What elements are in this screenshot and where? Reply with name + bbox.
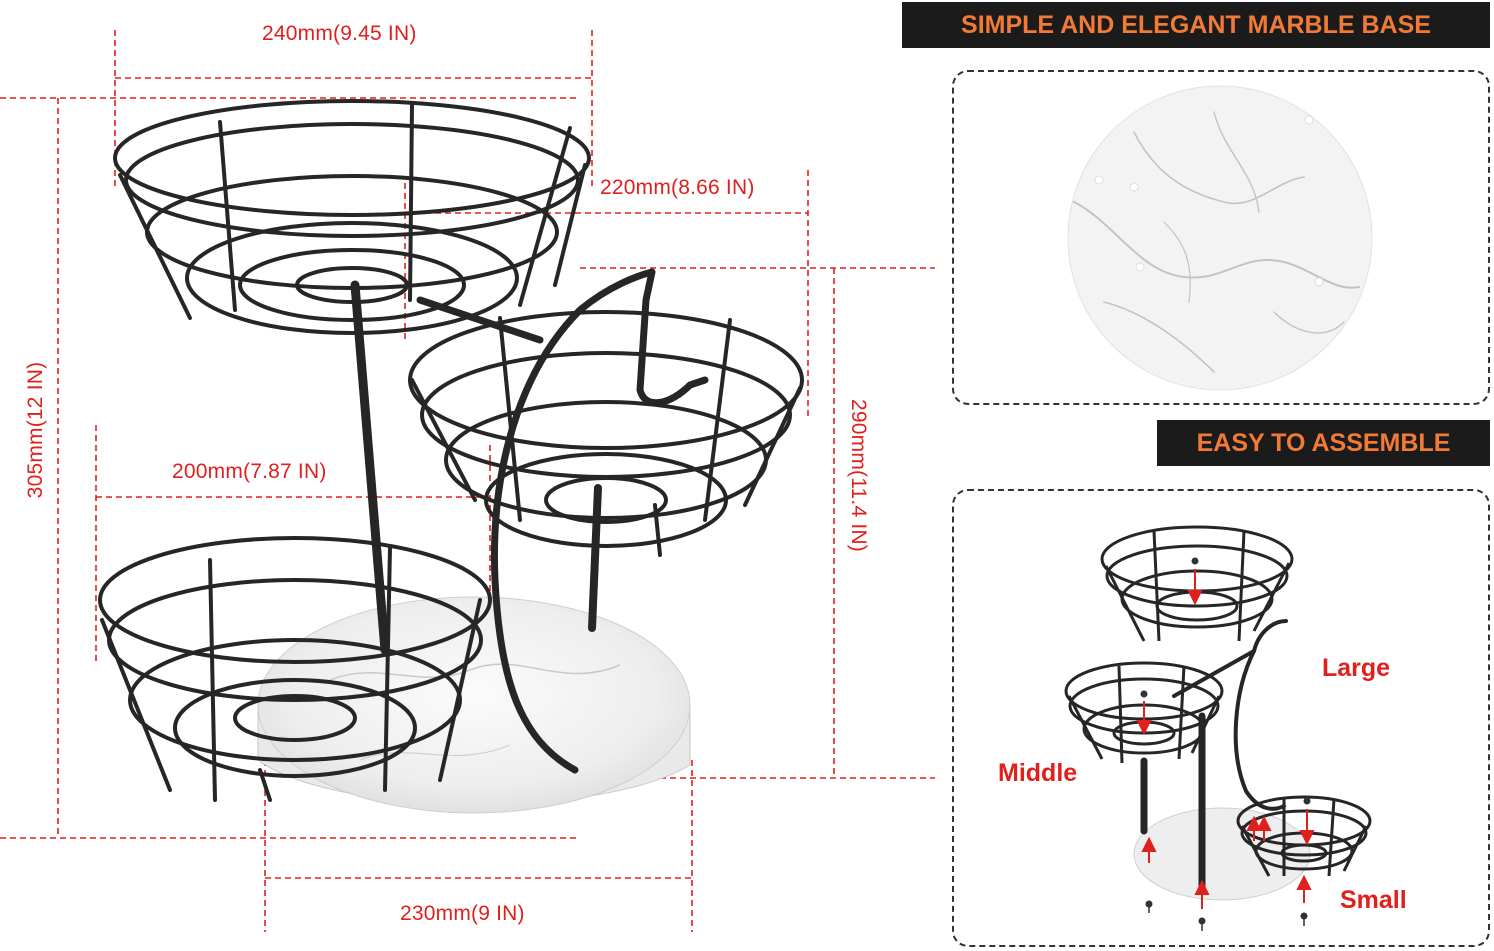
marble-base xyxy=(257,596,691,814)
small-basket xyxy=(1236,795,1372,877)
middle-height-label: 290mm(11.4 IN) xyxy=(847,399,870,552)
base-width-label: 230mm(9 IN) xyxy=(400,902,525,925)
screws xyxy=(1140,557,1311,931)
assemble-feature-panel: Large Middle Small xyxy=(952,489,1490,947)
middle-label: Middle xyxy=(998,759,1078,787)
bottom-width-label: 200mm(7.87 IN) xyxy=(172,460,327,483)
marble-feature-panel xyxy=(952,70,1490,405)
wire-frame xyxy=(98,99,804,802)
marble-disc-image xyxy=(1067,85,1373,391)
top-width-label: 240mm(9.45 IN) xyxy=(262,22,417,45)
middle-width-label: 220mm(8.66 IN) xyxy=(600,176,755,199)
middle-basket xyxy=(408,310,804,557)
assemble-feature-banner: EASY TO ASSEMBLE xyxy=(1157,420,1490,466)
top-basket xyxy=(113,99,591,335)
assembly-diagram xyxy=(1064,525,1372,931)
total-height-label: 305mm(12 IN) xyxy=(24,361,47,499)
large-label: Large xyxy=(1322,654,1391,682)
bottom-basket xyxy=(98,536,492,802)
assembly-arrows xyxy=(1136,569,1315,909)
large-basket xyxy=(1100,525,1294,642)
small-label: Small xyxy=(1340,886,1407,914)
marble-feature-banner: SIMPLE AND ELEGANT MARBLE BASE xyxy=(902,2,1490,48)
